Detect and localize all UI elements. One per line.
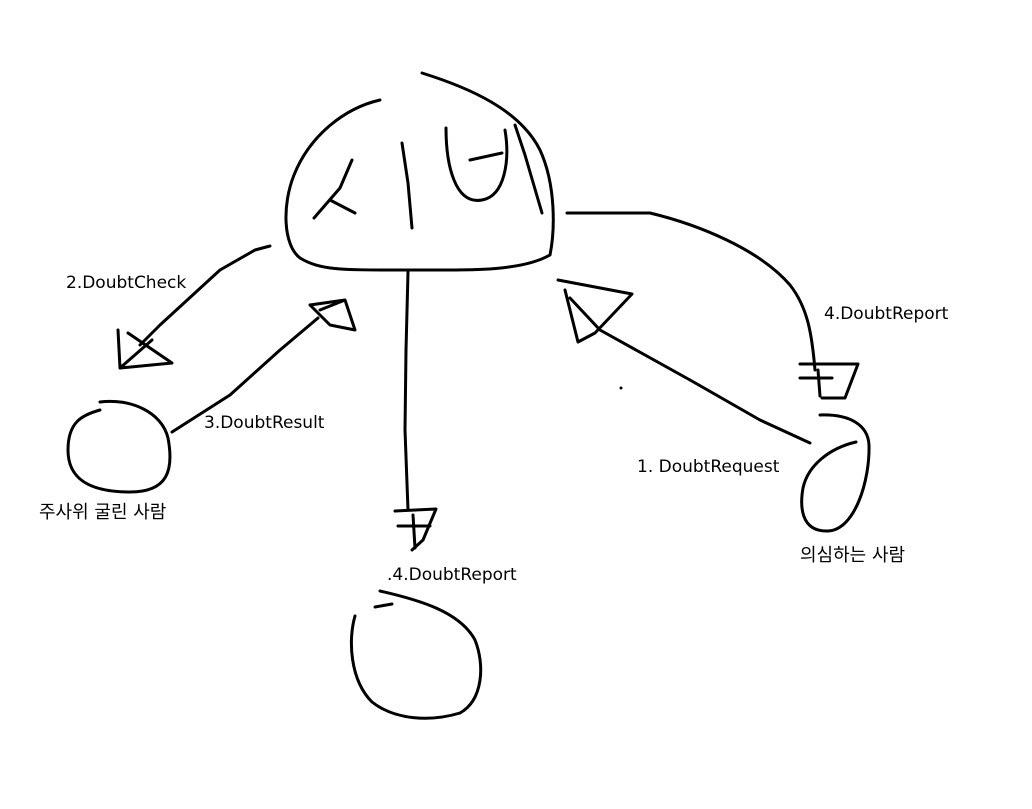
label-doubt-result: 3.DoubtResult bbox=[204, 413, 325, 433]
server-node bbox=[284, 71, 555, 272]
label-doubt-report-bottom: .4.DoubtReport bbox=[387, 565, 517, 585]
label-doubt-report-right: 4.DoubtReport bbox=[824, 304, 949, 324]
arrow-doubt-result bbox=[170, 298, 357, 434]
dice-roller-node bbox=[66, 399, 172, 494]
label-doubt-request: 1. DoubtRequest bbox=[637, 457, 780, 477]
arrow-doubt-report-bottom bbox=[393, 270, 438, 552]
arrow-doubt-report-right bbox=[565, 211, 860, 400]
doubter-node bbox=[800, 413, 871, 533]
label-dice-roller: 주사위 굴린 사람 bbox=[39, 502, 167, 523]
stray-dot bbox=[619, 386, 623, 390]
label-doubter: 의심하는 사람 bbox=[800, 545, 906, 566]
arrow-doubt-check bbox=[116, 244, 272, 370]
bottom-participant-node bbox=[349, 589, 483, 720]
arrow-doubt-request bbox=[556, 278, 812, 445]
server-scribble-text bbox=[312, 123, 544, 230]
label-doubt-check: 2.DoubtCheck bbox=[66, 273, 187, 293]
